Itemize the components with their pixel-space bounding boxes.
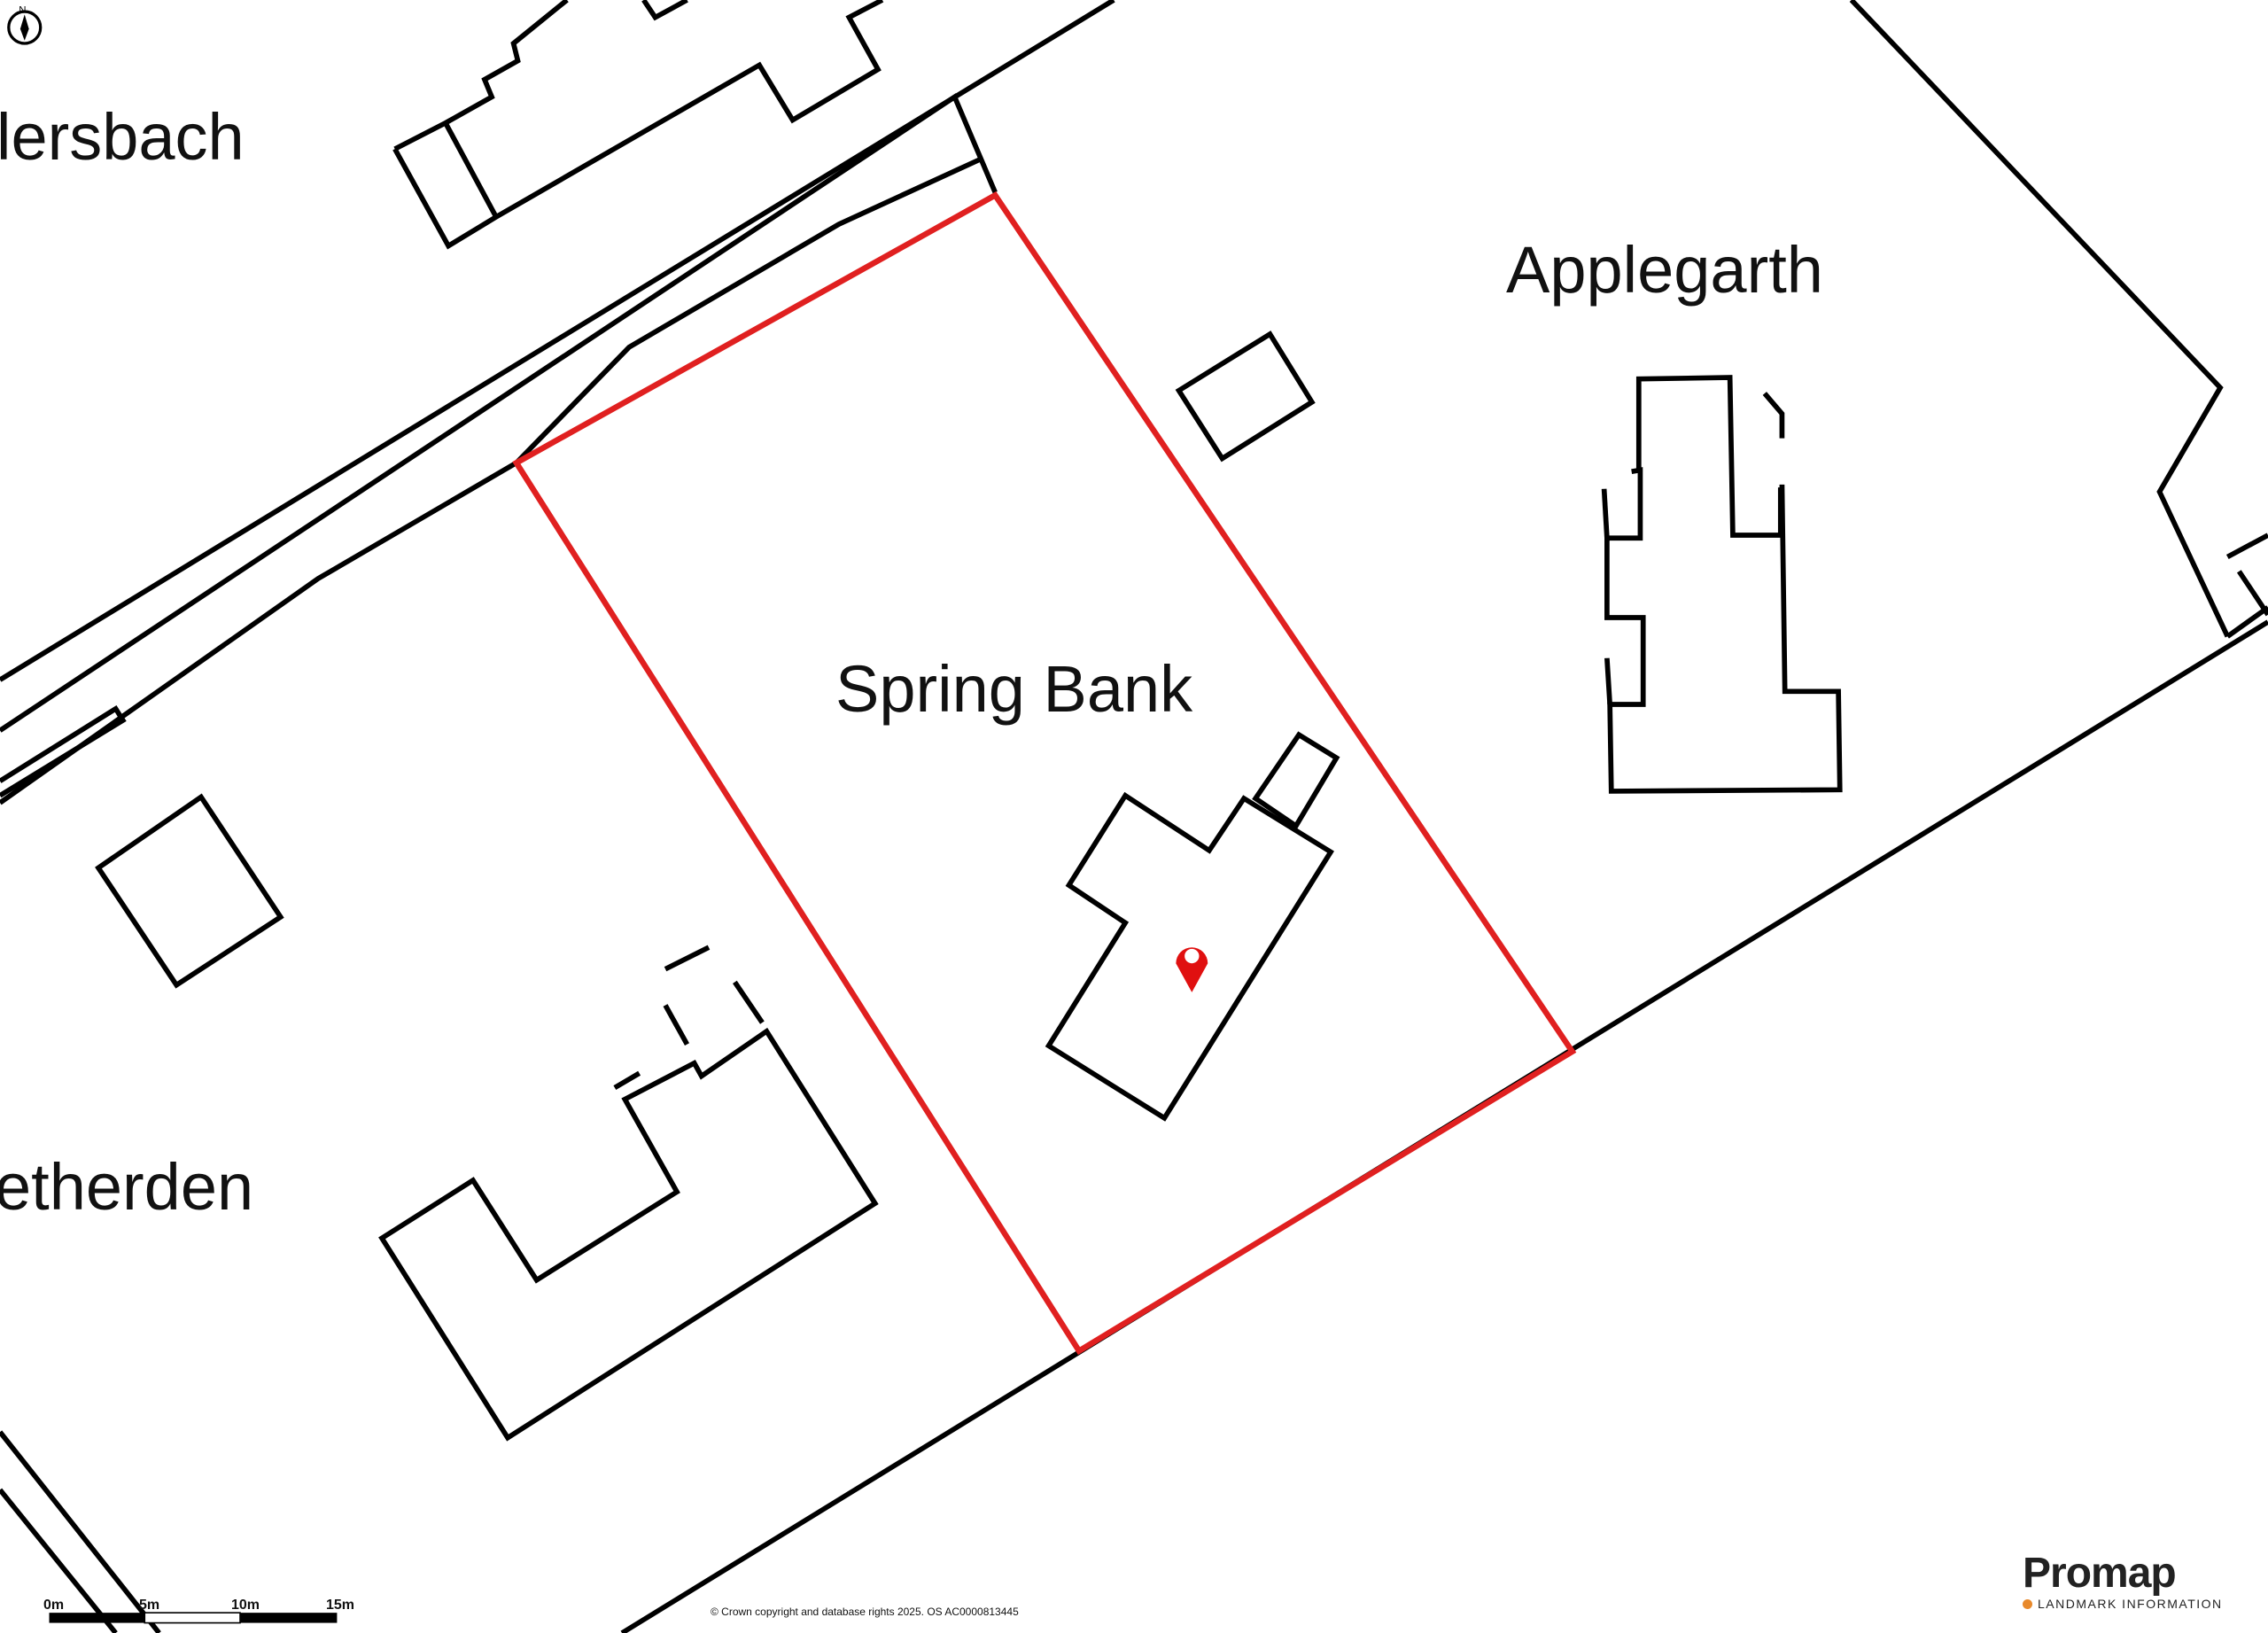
building-wall (443, 121, 499, 219)
building-wall (663, 1004, 690, 1046)
building-applegarth (1635, 375, 1783, 538)
building (393, 0, 569, 152)
road-edge (0, 1488, 118, 1633)
outbuilding (1175, 330, 1316, 463)
plot-boundary (2225, 533, 2268, 559)
plot-boundary (1849, 0, 2230, 638)
road-edge (0, 1430, 161, 1633)
label-lersbach: lersbach (0, 100, 245, 174)
building-wall (733, 980, 765, 1024)
porch (1252, 731, 1340, 830)
road-edge (0, 704, 127, 798)
plot-boundary (2225, 605, 2268, 639)
building-spring-bank (1045, 791, 1334, 1122)
brand-dot-icon (2023, 1598, 2032, 1609)
plot-boundary (2236, 570, 2268, 617)
north-arrow-icon: N (7, 5, 43, 45)
building-wall (1762, 392, 1785, 439)
brand-name: Promap (2023, 1550, 2177, 1597)
label-applegarth: Applegarth (1506, 233, 1823, 307)
road-edge (0, 156, 983, 805)
building-applegarth (1604, 467, 1843, 794)
svg-text:N: N (19, 5, 26, 16)
building-wall (664, 945, 711, 972)
promap-logo: Promap LANDMARK INFORMATION (2023, 1552, 2223, 1611)
location-pin-icon (1176, 947, 1208, 992)
building-wall (1604, 657, 1612, 705)
building (641, 0, 688, 21)
building-wall (613, 1070, 641, 1091)
scale-tick-15: 15m (326, 1598, 355, 1613)
building-wall (1601, 488, 1610, 539)
site-boundary (512, 191, 1577, 1356)
scale-tick-5: 5m (139, 1598, 160, 1613)
building-etherden (378, 1027, 879, 1442)
building (392, 0, 884, 250)
scale-tick-10: 10m (231, 1598, 260, 1613)
label-etherden: etherden (0, 1150, 254, 1224)
brand-tagline: LANDMARK INFORMATION (2038, 1597, 2223, 1611)
label-spring-bank: Spring Bank (835, 652, 1193, 726)
road-edge (0, 93, 998, 733)
scale-tick-0: 0m (43, 1598, 65, 1613)
scale-bar (49, 1612, 338, 1624)
copyright-notice: © Crown copyright and database rights 20… (711, 1606, 1019, 1618)
outbuilding (95, 793, 284, 989)
